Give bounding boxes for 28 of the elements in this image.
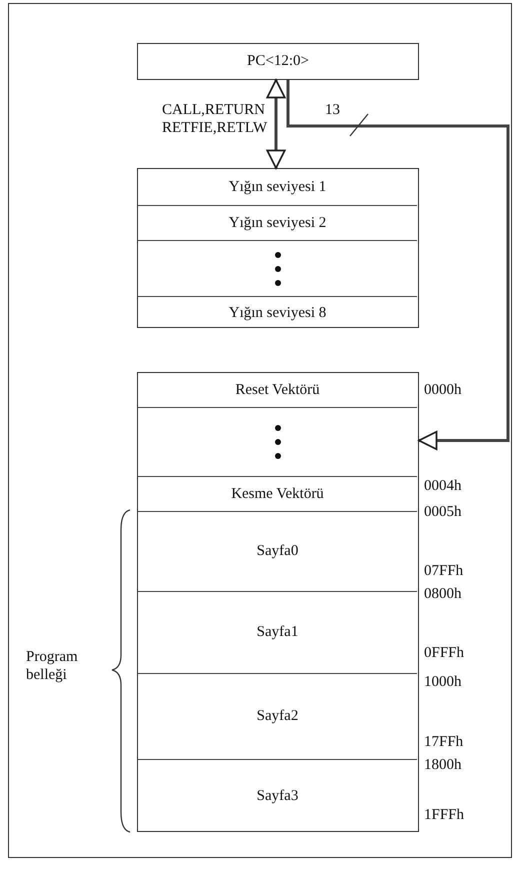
row-label: Reset Vektörü [235, 382, 320, 398]
address-label: 0800h [424, 585, 462, 603]
row-label: Sayfa3 [256, 788, 298, 805]
bracket-label: Program belleği [26, 648, 79, 684]
address-label: 0005h [424, 503, 462, 521]
address-label: 17FFh [424, 733, 464, 751]
address-label: 0FFFh [424, 644, 464, 662]
edge-label: CALL,RETURN RETFIE,RETLW [162, 101, 268, 137]
stack-block [137, 168, 419, 328]
row-label: Yığın seviyesi 1 [228, 178, 326, 196]
row-label: Sayfa1 [256, 624, 298, 641]
bus-arrow [266, 79, 286, 169]
address-label: 1FFFh [424, 806, 464, 824]
address-label: 07FFh [424, 562, 464, 580]
row-label: Sayfa2 [256, 708, 298, 725]
register-box [137, 43, 419, 80]
address-label: 1000h [424, 673, 462, 691]
address-label: 0004h [424, 477, 462, 495]
row-label: Kesme Vektörü [231, 486, 324, 502]
row-label: Yığın seviyesi 8 [228, 304, 326, 322]
memory-block [137, 372, 419, 832]
row-label: Yığın seviyesi 2 [228, 214, 326, 232]
address-label: 1800h [424, 756, 462, 774]
row-label: Sayfa0 [256, 543, 298, 560]
edge-label: 13 [325, 101, 340, 119]
address-label: 0000h [424, 381, 462, 399]
bus-arrow [286, 80, 510, 450]
row-label: PC<12:0> [247, 53, 309, 70]
